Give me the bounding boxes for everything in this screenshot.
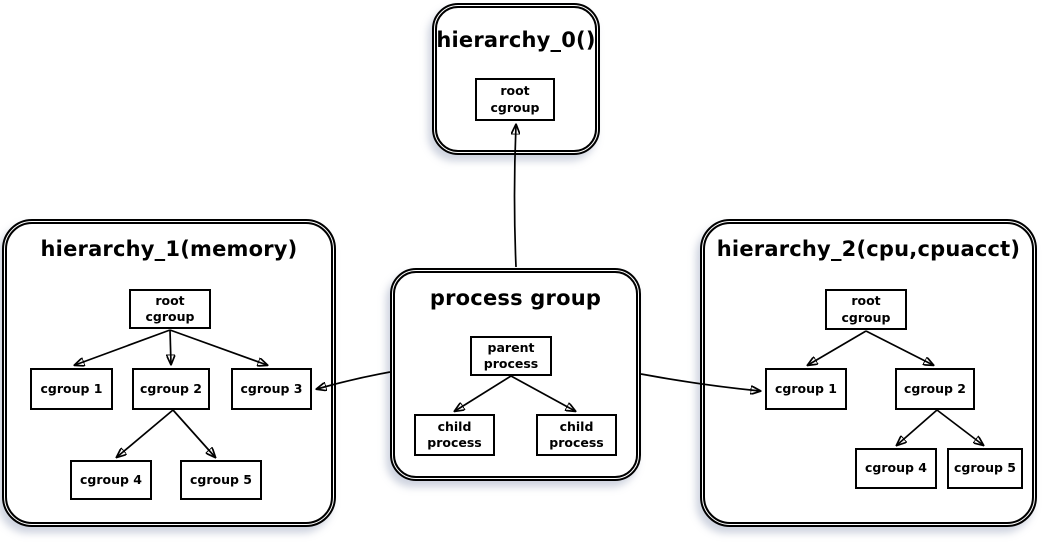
- node-h2-cgroup-1: cgroup 1: [765, 368, 847, 410]
- node-child-process-2: child process: [536, 414, 617, 456]
- node-h2-cgroup-2: cgroup 2: [895, 368, 975, 410]
- node-h1-cgroup-5: cgroup 5: [180, 460, 262, 500]
- hierarchy-2-title: hierarchy_2(cpu,cpuacct): [716, 237, 1021, 261]
- node-parent-process: parent process: [470, 336, 552, 376]
- node-h1-cgroup-2: cgroup 2: [132, 368, 210, 410]
- node-child-process-1: child process: [414, 414, 495, 456]
- node-h0-root-cgroup: root cgroup: [475, 78, 555, 121]
- node-h1-root-cgroup: root cgroup: [129, 289, 211, 329]
- node-h1-cgroup-3: cgroup 3: [231, 368, 312, 410]
- node-h2-root-cgroup: root cgroup: [825, 289, 907, 330]
- node-h2-cgroup-4: cgroup 4: [855, 448, 937, 489]
- hierarchy-0-title: hierarchy_0(): [436, 28, 596, 52]
- node-h1-cgroup-1: cgroup 1: [30, 368, 113, 410]
- node-h2-cgroup-5: cgroup 5: [947, 448, 1023, 489]
- hierarchy-1-title: hierarchy_1(memory): [40, 237, 298, 261]
- node-h1-cgroup-4: cgroup 4: [70, 460, 152, 500]
- process-group-title: process group: [429, 286, 602, 310]
